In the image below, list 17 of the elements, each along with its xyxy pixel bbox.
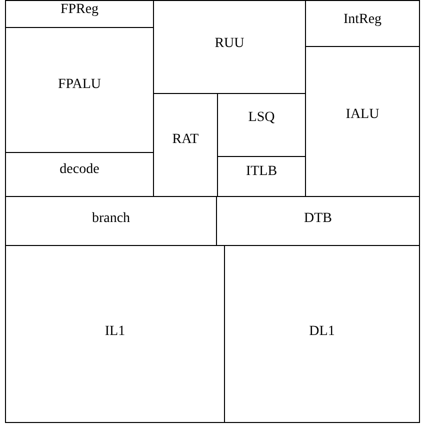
block-label: IL1 — [104, 324, 126, 340]
block-label: IALU — [346, 107, 380, 123]
block-label: decode — [60, 162, 100, 178]
block-label: branch — [92, 211, 130, 227]
block-label: DL1 — [309, 324, 335, 340]
block-label: RUU — [214, 36, 244, 52]
block-label: IntReg — [343, 12, 382, 28]
block-label: DTB — [304, 211, 332, 227]
floorplan-block — [305, 0, 420, 47]
block-label: RAT — [172, 132, 199, 148]
block-label: FPALU — [58, 77, 102, 93]
floorplan-block — [5, 0, 154, 28]
block-label: ITLB — [246, 164, 278, 180]
floorplan-block — [224, 245, 420, 423]
block-label: FPReg — [60, 2, 99, 18]
block-label: LSQ — [248, 110, 275, 126]
floorplan-block — [5, 245, 225, 423]
